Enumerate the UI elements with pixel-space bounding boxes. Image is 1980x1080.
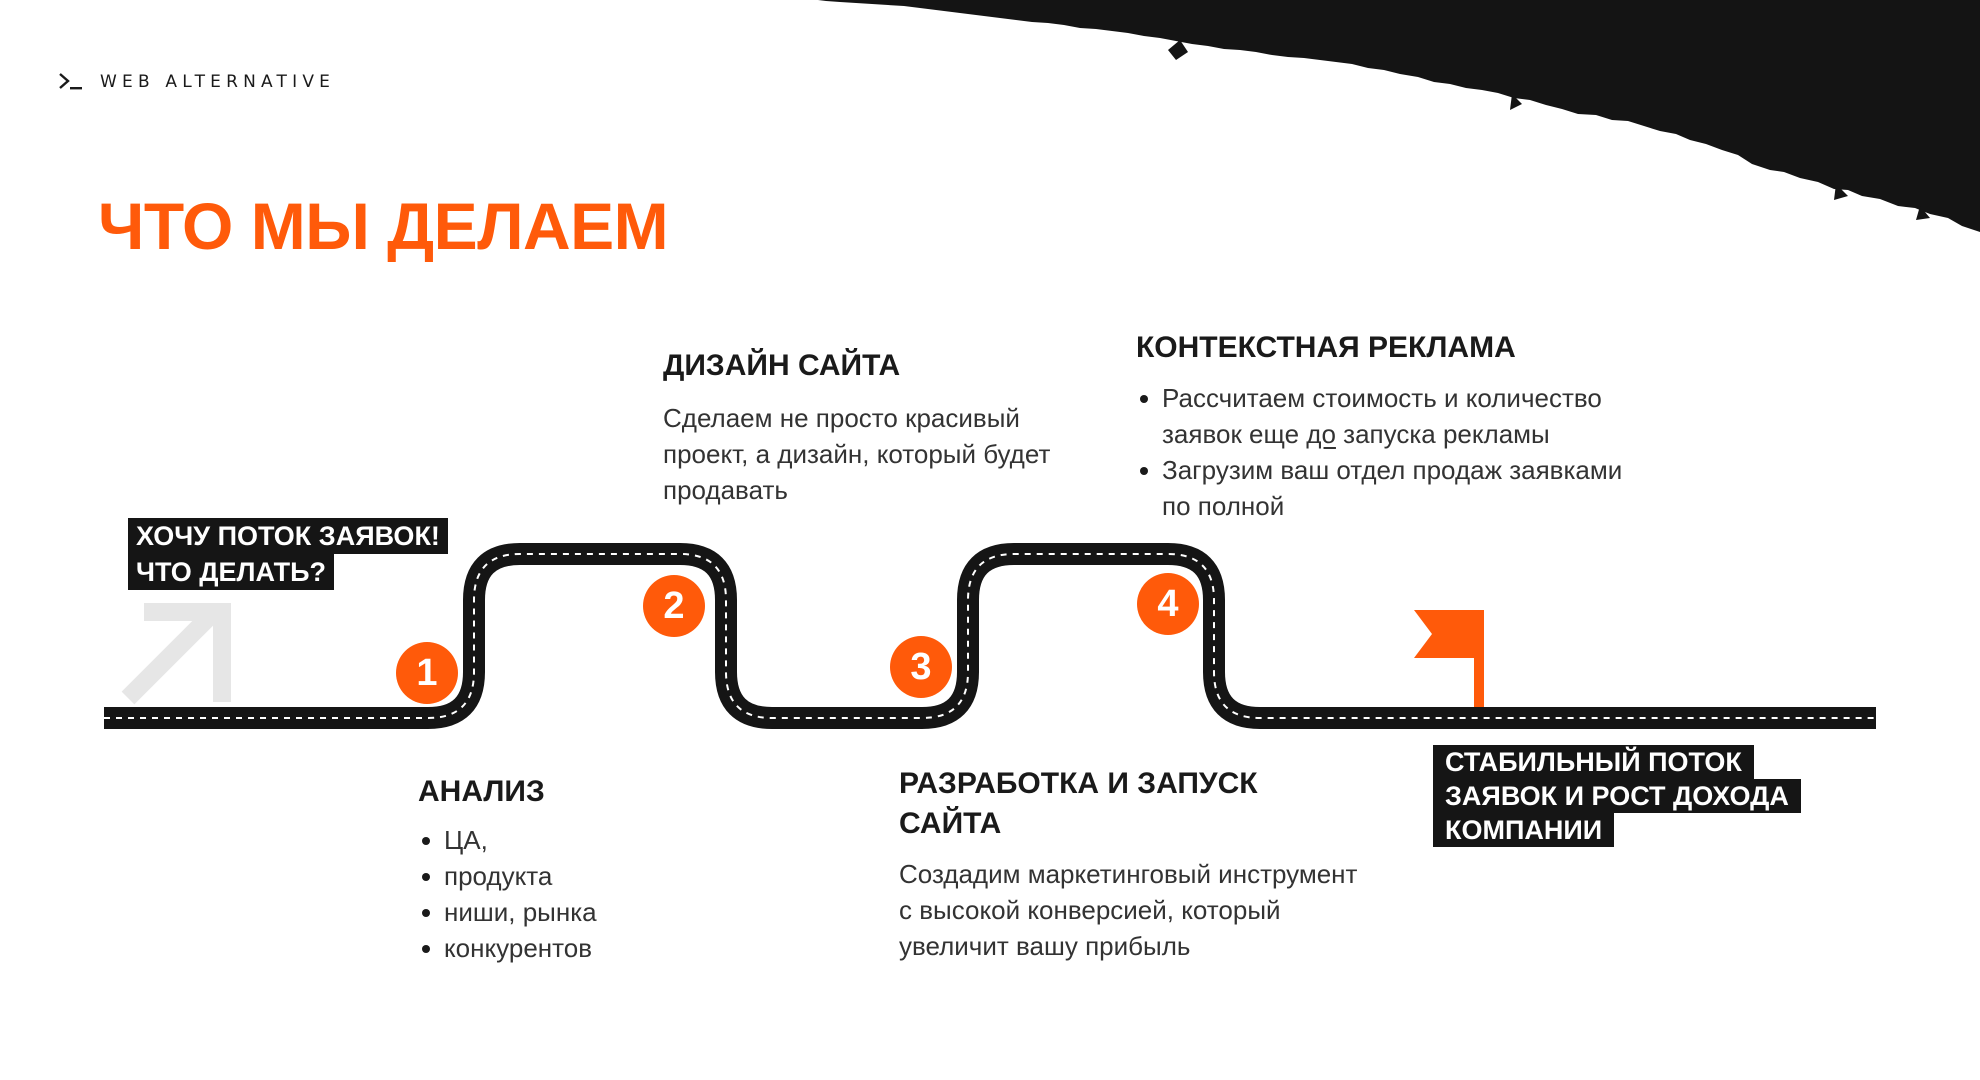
step-analysis: АНАЛИЗ ЦА, продукта ниши, рынка конкурен… <box>418 772 718 966</box>
text-line: запуска рекламы <box>1335 419 1550 449</box>
text-line: Создадим маркетинговый инструмент <box>899 859 1358 889</box>
bullet-item: Рассчитаем стоимость и количество заявок… <box>1136 380 1696 452</box>
step-title: РАЗРАБОТКА И ЗАПУСК САЙТА <box>899 764 1399 844</box>
title-line: РАЗРАБОТКА И ЗАПУСК <box>899 767 1258 800</box>
step-marker-4: 4 <box>1137 573 1199 635</box>
text-line: увеличит вашу прибыль <box>899 931 1191 961</box>
underlined-word: до <box>1306 419 1336 449</box>
finish-label-line: КОМПАНИИ <box>1433 813 1615 847</box>
step-marker-3: 3 <box>890 636 952 698</box>
brand-name: WEB ALTERNATIVE <box>100 72 336 92</box>
step-title: ДИЗАЙН САЙТА <box>663 349 901 382</box>
bullet-item: ЦА, <box>418 822 718 858</box>
page-title: ЧТО МЫ ДЕЛАЕМ <box>98 189 669 263</box>
bullet-item: конкурентов <box>418 930 718 966</box>
step-marker-2: 2 <box>643 575 705 637</box>
flag-icon <box>1414 610 1484 720</box>
text-line: проект, а дизайн, который будет <box>663 439 1051 469</box>
finish-label: СТАБИЛЬНЫЙ ПОТОК ЗАЯВОК И РОСТ ДОХОДА КО… <box>1433 745 1801 847</box>
step-development: РАЗРАБОТКА И ЗАПУСК САЙТА Создадим марке… <box>899 764 1399 964</box>
step-design: ДИЗАЙН САЙТА Сделаем не просто красивый … <box>663 346 1123 508</box>
step-bullets: Рассчитаем стоимость и количество заявок… <box>1136 380 1696 524</box>
text-line: с высокой конверсией, который <box>899 895 1281 925</box>
step-advertising: КОНТЕКСТНАЯ РЕКЛАМА Рассчитаем стоимость… <box>1136 328 1696 524</box>
text-line: заявок еще <box>1162 419 1307 449</box>
step-description: Сделаем не просто красивый проект, а диз… <box>663 400 1123 508</box>
text-line: продавать <box>663 475 788 505</box>
brand-logo: WEB ALTERNATIVE <box>58 72 335 92</box>
text-line: по полной <box>1162 491 1285 521</box>
bullet-item: Загрузим ваш отдел продаж заявками по по… <box>1136 452 1696 524</box>
text-line: Сделаем не просто красивый <box>663 403 1020 433</box>
finish-label-line: ЗАЯВОК И РОСТ ДОХОДА <box>1433 779 1801 813</box>
start-label-line: ХОЧУ ПОТОК ЗАЯВОК! <box>128 518 448 554</box>
step-description: Создадим маркетинговый инструмент с высо… <box>899 856 1399 964</box>
title-line: САЙТА <box>899 807 1002 840</box>
step-title: АНАЛИЗ <box>418 775 545 808</box>
step-title: КОНТЕКСТНАЯ РЕКЛАМА <box>1136 331 1516 364</box>
step-bullets: ЦА, продукта ниши, рынка конкурентов <box>418 822 718 966</box>
start-label: ХОЧУ ПОТОК ЗАЯВОК! ЧТО ДЕЛАТЬ? <box>128 518 468 590</box>
text-line: Рассчитаем стоимость и количество <box>1162 383 1602 413</box>
start-label-line: ЧТО ДЕЛАТЬ? <box>128 554 335 590</box>
terminal-prompt-icon <box>59 73 82 90</box>
bullet-item: продукта <box>418 858 718 894</box>
arrow-up-right-icon <box>121 603 231 705</box>
bullet-item: ниши, рынка <box>418 894 718 930</box>
finish-label-line: СТАБИЛЬНЫЙ ПОТОК <box>1433 745 1754 779</box>
text-line: Загрузим ваш отдел продаж заявками <box>1162 455 1623 485</box>
step-marker-1: 1 <box>396 642 458 704</box>
